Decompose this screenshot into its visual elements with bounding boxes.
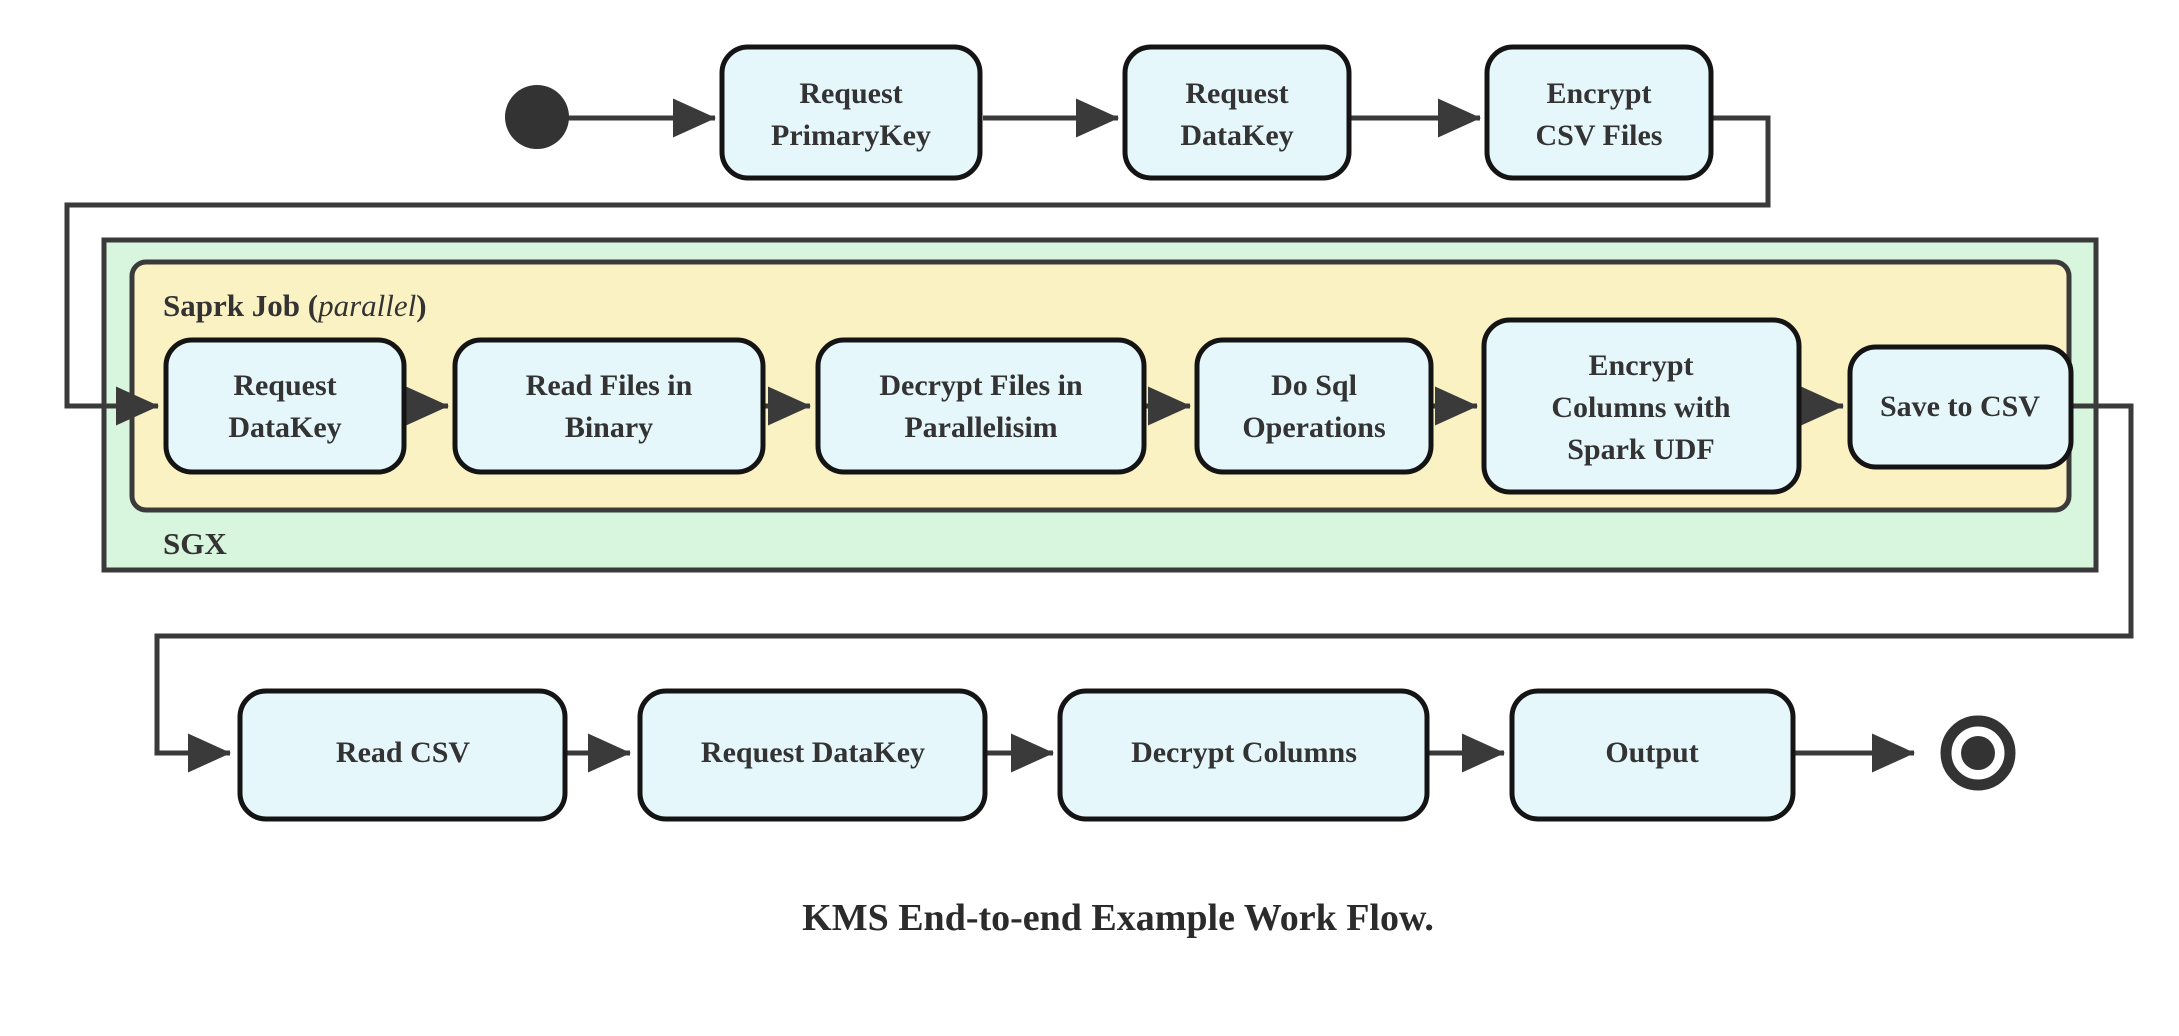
end-node-inner-dot	[1961, 736, 1995, 770]
node-output[interactable]: Output	[1509, 688, 1796, 822]
node-request-primarykey[interactable]: Request PrimaryKey	[719, 44, 983, 181]
node-request-primarykey-label-line2: PrimaryKey	[771, 119, 931, 152]
node-save-to-csv[interactable]: Save to CSV	[1847, 344, 2074, 470]
start-node	[505, 85, 569, 149]
node-encrypt-columns-label-line2: Columns with	[1551, 391, 1731, 424]
node-do-sql-operations-label-line2: Operations	[1242, 411, 1385, 444]
end-node-outer-ring	[1940, 715, 2016, 791]
node-decrypt-files-in-parallelisim-rect[interactable]	[815, 337, 1147, 475]
node-read-files-in-binary-rect[interactable]	[452, 337, 766, 475]
edge-save-to-csv-to-read-csv	[154, 403, 2134, 773]
node-request-datakey-top[interactable]: Request DataKey	[1122, 44, 1352, 181]
node-request-datakey-spark[interactable]: Request DataKey	[163, 337, 407, 475]
node-decrypt-files-in-parallelisim[interactable]: Decrypt Files in Parallelisim	[815, 337, 1147, 475]
node-request-datakey-top-label-line1: Request	[1185, 77, 1288, 110]
node-request-datakey-top-label-line2: DataKey	[1180, 119, 1293, 152]
node-request-primarykey-rect[interactable]	[719, 44, 983, 181]
spark-job-container-label: Saprk Job (parallel)	[163, 288, 427, 323]
node-encrypt-columns-with-spark-udf-rect[interactable]	[1481, 317, 1802, 495]
node-save-to-csv-rect[interactable]	[1847, 344, 2074, 470]
node-decrypt-columns[interactable]: Decrypt Columns	[1057, 688, 1430, 822]
node-decrypt-files-in-parallelisim-label-line2: Parallelisim	[904, 411, 1057, 444]
node-read-files-in-binary[interactable]: Read Files in Binary	[452, 337, 766, 475]
edge-encrypt-csv-files-to-request-datakey-spark	[64, 115, 1771, 426]
sgx-container-label: SGX	[163, 526, 227, 561]
end-node	[1940, 715, 2016, 791]
node-request-datakey-bottom[interactable]: Request DataKey	[637, 688, 988, 822]
node-encrypt-csv-files-rect[interactable]	[1484, 44, 1714, 181]
node-do-sql-operations[interactable]: Do Sql Operations	[1194, 337, 1434, 475]
spark-job-label-italic: parallel	[316, 288, 416, 323]
node-encrypt-columns-label-line1: Encrypt	[1589, 349, 1694, 382]
node-read-files-in-binary-label-line1: Read Files in	[526, 369, 693, 402]
node-encrypt-csv-files-label-line1: Encrypt	[1547, 77, 1652, 110]
diagram-caption: KMS End-to-end Example Work Flow.	[802, 897, 1434, 939]
node-decrypt-columns-label: Decrypt Columns	[1131, 736, 1357, 769]
node-read-files-in-binary-label-line2: Binary	[565, 411, 653, 444]
node-decrypt-files-in-parallelisim-label-line1: Decrypt Files in	[879, 369, 1083, 402]
node-read-csv[interactable]: Read CSV	[237, 688, 568, 822]
node-request-primarykey-label-line1: Request	[799, 77, 902, 110]
node-encrypt-csv-files[interactable]: Encrypt CSV Files	[1484, 44, 1714, 181]
spark-job-label-main: Saprk Job	[163, 288, 300, 323]
node-request-datakey-top-rect[interactable]	[1122, 44, 1352, 181]
node-request-datakey-bottom-label: Request DataKey	[701, 736, 925, 769]
node-read-csv-rect[interactable]	[237, 688, 568, 822]
node-request-datakey-spark-rect[interactable]	[163, 337, 407, 475]
node-output-rect[interactable]	[1509, 688, 1796, 822]
node-request-datakey-spark-label-line1: Request	[233, 369, 336, 402]
node-encrypt-columns-with-spark-udf[interactable]: Encrypt Columns with Spark UDF	[1481, 317, 1802, 495]
node-read-csv-label: Read CSV	[336, 736, 471, 769]
node-encrypt-csv-files-label-line2: CSV Files	[1536, 119, 1663, 152]
node-request-datakey-bottom-rect[interactable]	[637, 688, 988, 822]
node-do-sql-operations-rect[interactable]	[1194, 337, 1434, 475]
node-do-sql-operations-label-line1: Do Sql	[1271, 369, 1357, 402]
node-decrypt-columns-rect[interactable]	[1057, 688, 1430, 822]
node-save-to-csv-label: Save to CSV	[1880, 390, 2040, 423]
node-output-label: Output	[1605, 736, 1698, 769]
spark-job-label-paren-open: (	[308, 288, 318, 323]
node-request-datakey-spark-label-line2: DataKey	[228, 411, 341, 444]
start-node-circle	[505, 85, 569, 149]
spark-job-label-paren-close: )	[416, 288, 426, 323]
node-encrypt-columns-label-line3: Spark UDF	[1567, 433, 1715, 466]
